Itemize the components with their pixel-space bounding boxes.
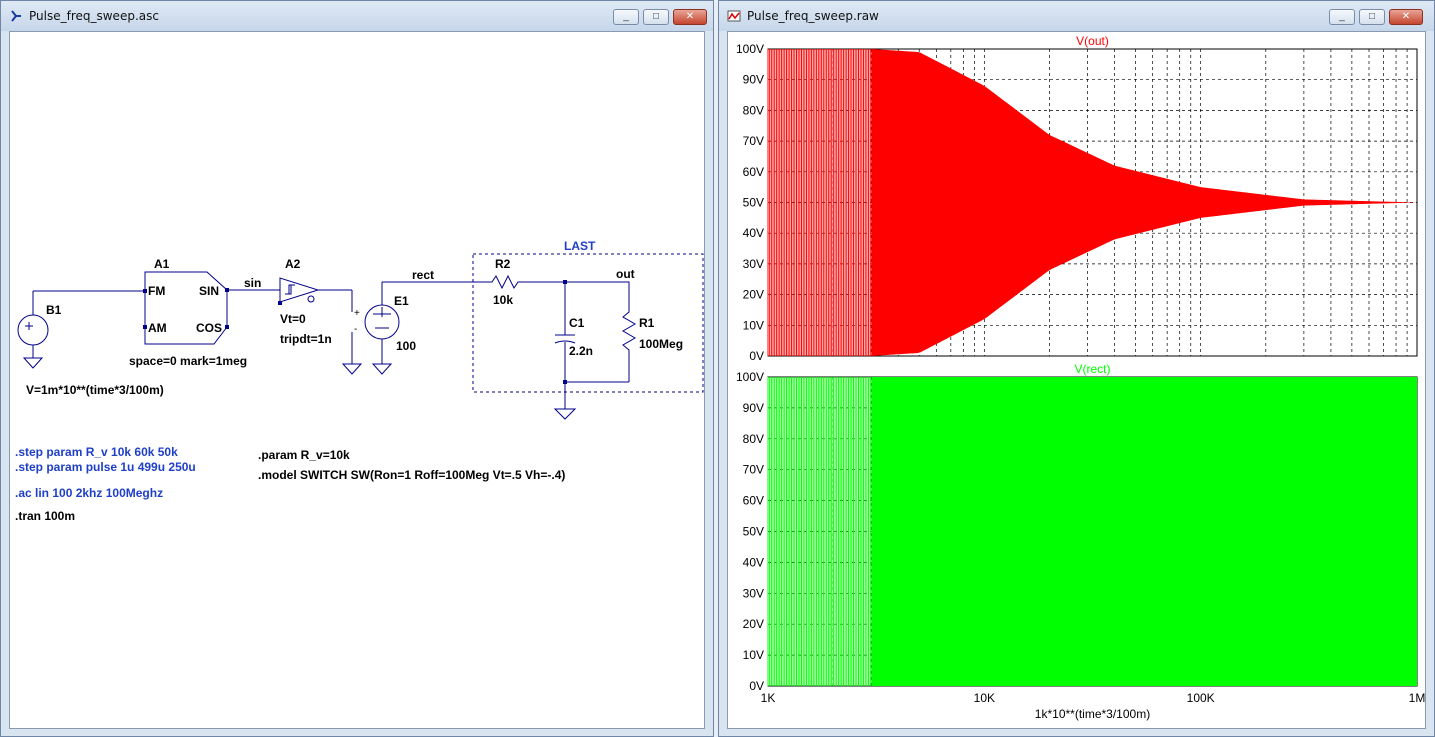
y-tick-label: 10V <box>743 648 764 662</box>
directive-ac[interactable]: .ac lin 100 2khz 100Meghz <box>15 486 163 500</box>
r2-label: R2 <box>495 257 511 271</box>
last-subcircuit-box <box>472 253 704 393</box>
directive-step1[interactable]: .step param R_v 10k 60k 50k <box>15 445 178 459</box>
minimize-button[interactable]: _ <box>613 9 639 25</box>
e1-gain: 100 <box>396 339 416 353</box>
directive-param[interactable]: .param R_v=10k <box>258 448 350 462</box>
y-tick-label: 0V <box>749 679 764 693</box>
minimize-button[interactable]: _ <box>1329 9 1355 25</box>
c1-value: 2.2n <box>569 344 593 358</box>
b1-expression: V=1m*10**(time*3/100m) <box>26 383 164 397</box>
y-tick-label: 100V <box>736 370 764 384</box>
waveform-app-icon <box>727 10 741 22</box>
schematic-window-title: Pulse_freq_sweep.asc <box>29 9 159 23</box>
maximize-button[interactable]: □ <box>1359 9 1385 25</box>
e1-plus: + <box>354 308 360 319</box>
b1-label: B1 <box>46 303 62 317</box>
a2-label: A2 <box>285 257 301 271</box>
y-tick-label: 70V <box>743 134 764 148</box>
waveform-window-title: Pulse_freq_sweep.raw <box>747 9 879 23</box>
r1-value: 100Meg <box>639 337 683 351</box>
trace-envelope <box>871 49 1417 356</box>
a1-pin-sin: SIN <box>199 284 219 298</box>
schematic-titlebar[interactable]: Pulse_freq_sweep.asc _ □ ✕ <box>1 1 713 31</box>
r2-resistor-symbol[interactable] <box>482 274 565 290</box>
waveform-titlebar[interactable]: Pulse_freq_sweep.raw _ □ ✕ <box>719 1 1434 31</box>
waveform-plots[interactable]: 0V 10V 20V 30V 40V 50V 60V 70V 80V 90V 100V V(out) 0… <box>728 32 1426 729</box>
directive-step2[interactable]: .step param pulse 1u 499u 250u <box>15 460 196 474</box>
trace-title: V(rect) <box>1075 362 1111 376</box>
r1-label: R1 <box>639 316 655 330</box>
y-tick-label: 0V <box>749 349 764 363</box>
y-tick-label: 40V <box>743 555 764 569</box>
waveform-window[interactable]: Pulse_freq_sweep.raw _ □ ✕ 0V 10V 20V 30V 40… <box>718 0 1435 737</box>
net-rect-label: rect <box>412 268 434 282</box>
r2-value: 10k <box>493 293 513 307</box>
y-tick-label: 10V <box>743 318 764 332</box>
y-tick-label: 60V <box>743 494 764 508</box>
directive-model[interactable]: .model SWITCH SW(Ron=1 Roff=100Meg Vt=.5… <box>258 468 565 482</box>
schematic-window[interactable]: Pulse_freq_sweep.asc _ □ ✕ <box>0 0 714 737</box>
net-sin-label: sin <box>244 276 261 290</box>
a1-pin-am: AM <box>148 321 167 335</box>
y-tick-label: 40V <box>743 226 764 240</box>
x-tick-label: 10K <box>974 691 995 705</box>
x-tick-label: 100K <box>1187 691 1215 705</box>
a1-params: space=0 mark=1meg <box>129 354 247 368</box>
trace-envelope <box>871 377 1417 686</box>
c1-label: C1 <box>569 316 585 330</box>
y-tick-label: 20V <box>743 288 764 302</box>
y-tick-label: 80V <box>743 432 764 446</box>
x-tick-label: 1M <box>1409 691 1426 705</box>
b1-source-symbol[interactable] <box>17 314 49 346</box>
y-tick-label: 60V <box>743 165 764 179</box>
y-tick-label: 90V <box>743 73 764 87</box>
schematic-app-icon <box>11 10 21 22</box>
schematic-drawing[interactable]: A1 FM AM SIN COS space=0 mark=1meg sin A… <box>10 32 705 729</box>
directive-tran[interactable]: .tran 100m <box>15 509 75 523</box>
y-tick-label: 50V <box>743 196 764 210</box>
e1-minus: - <box>354 324 357 335</box>
e1-label: E1 <box>394 294 409 308</box>
waveform-plot-area[interactable]: 0V 10V 20V 30V 40V 50V 60V 70V 80V 90V 100V V(out) 0… <box>727 31 1426 729</box>
a2-vt: Vt=0 <box>280 312 306 326</box>
a2-schmitt-symbol[interactable] <box>279 277 320 303</box>
y-tick-label: 90V <box>743 401 764 415</box>
close-button[interactable]: ✕ <box>673 9 707 25</box>
schematic-canvas[interactable]: A1 FM AM SIN COS space=0 mark=1meg sin A… <box>9 31 705 729</box>
y-tick-label: 20V <box>743 617 764 631</box>
trace-title: V(out) <box>1076 34 1109 48</box>
a1-pin-fm: FM <box>148 284 165 298</box>
net-out-label: out <box>616 267 635 281</box>
y-tick-label: 80V <box>743 103 764 117</box>
a2-tripdt: tripdt=1n <box>280 332 332 346</box>
y-tick-label: 70V <box>743 463 764 477</box>
y-tick-label: 100V <box>736 42 764 56</box>
y-tick-label: 30V <box>743 586 764 600</box>
r1-resistor-symbol[interactable] <box>622 281 636 382</box>
a1-label: A1 <box>154 257 170 271</box>
x-tick-label: 1K <box>761 691 776 705</box>
a1-pin-cos: COS <box>196 321 222 335</box>
x-axis-label: 1k*10**(time*3/100m) <box>1035 707 1150 721</box>
y-tick-label: 30V <box>743 257 764 271</box>
close-button[interactable]: ✕ <box>1389 9 1423 25</box>
y-tick-label: 50V <box>743 525 764 539</box>
maximize-button[interactable]: □ <box>643 9 669 25</box>
last-box-label: LAST <box>564 239 596 253</box>
